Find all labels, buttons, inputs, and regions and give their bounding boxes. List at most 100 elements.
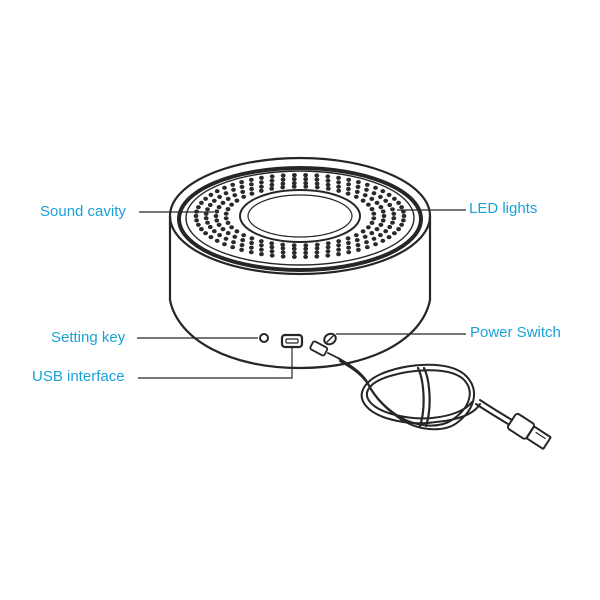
speaker-hole: [374, 227, 380, 232]
device-top-rim: [168, 156, 432, 276]
speaker-hole: [269, 178, 275, 183]
device-top-bevel: [177, 166, 423, 272]
speaker-hole: [391, 216, 397, 221]
usb-cable-tail: [475, 403, 509, 425]
speaker-hole: [269, 249, 275, 254]
speaker-hole: [280, 173, 286, 178]
leader-usb-interface: [138, 348, 293, 379]
speaker-hole: [336, 175, 341, 180]
speaker-hole: [248, 177, 254, 182]
speaker-hole: [292, 254, 297, 259]
speaker-hole: [269, 174, 275, 179]
speaker-hole: [249, 182, 254, 187]
speaker-hole: [213, 213, 219, 219]
speaker-hole: [399, 205, 404, 210]
speaker-hole: [203, 216, 209, 221]
speaker-hole: [360, 198, 366, 203]
speaker-hole: [225, 231, 231, 236]
speaker-hole: [205, 220, 210, 225]
speaker-hole: [196, 205, 201, 210]
speaker-hole: [346, 250, 352, 255]
speaker-hole: [325, 178, 331, 183]
speaker-hole: [336, 247, 341, 252]
speaker-hole: [366, 225, 371, 230]
speaker-hole: [249, 236, 255, 241]
speaker-hole: [291, 181, 297, 186]
speaker-hole: [336, 188, 342, 193]
speaker-hole: [249, 186, 255, 192]
speaker-hole: [199, 200, 204, 205]
speaker-hole: [378, 222, 384, 227]
speaker-hole: [396, 227, 401, 232]
speaker-hole: [325, 186, 331, 191]
speaker-hole: [355, 184, 361, 189]
speaker-hole: [325, 182, 331, 187]
speaker-hole: [241, 194, 247, 199]
speaker-hole: [314, 242, 320, 247]
speaker-hole: [353, 194, 359, 199]
speaker-hole: [232, 234, 238, 239]
speaker-hole: [269, 245, 275, 250]
speaker-hole: [280, 185, 286, 190]
speaker-hole: [383, 198, 389, 203]
speaker-hole: [364, 182, 370, 187]
speaker-hole: [259, 252, 264, 257]
cable-tie-edge: [422, 366, 431, 428]
speaker-hole: [392, 196, 397, 201]
cable-tie: [416, 366, 425, 428]
speaker-hole: [222, 185, 227, 190]
speaker-hole: [259, 184, 264, 189]
speaker-hole: [203, 231, 209, 236]
speaker-hole: [383, 229, 389, 234]
led-light-center: [247, 194, 353, 238]
speaker-hole: [258, 239, 264, 244]
speaker-hole: [211, 229, 217, 234]
speaker-hole: [207, 224, 213, 230]
speaker-hole: [325, 245, 331, 250]
speaker-hole: [373, 185, 378, 190]
usb-port-inner: [285, 338, 299, 344]
speaker-hole: [203, 211, 209, 216]
speaker-hole: [303, 173, 308, 178]
speaker-hole: [239, 247, 245, 252]
speaker-hole: [314, 177, 320, 182]
led-light-ring: [239, 189, 361, 243]
speaker-hole: [356, 247, 361, 252]
usb-a-plug: [507, 412, 552, 450]
speaker-hole: [230, 245, 236, 250]
speaker-hole: [291, 243, 297, 248]
speaker-hole: [391, 211, 397, 216]
speaker-hole: [234, 229, 240, 234]
speaker-hole: [193, 213, 199, 219]
speaker-hole: [216, 205, 222, 210]
speaker-hole: [249, 245, 254, 250]
speaker-hole: [371, 191, 377, 196]
speaker-hole: [220, 227, 226, 232]
label-usb-interface: USB interface: [32, 368, 125, 385]
speaker-hole: [325, 249, 331, 254]
speaker-hole: [336, 180, 341, 185]
speaker-hole: [346, 177, 352, 182]
speaker-hole: [369, 207, 375, 212]
speaker-hole: [291, 246, 297, 251]
speaker-hole: [225, 220, 231, 225]
speaker-hole: [239, 184, 245, 189]
speaker-hole: [380, 218, 386, 223]
label-sound-cavity: Sound cavity: [40, 203, 126, 220]
speaker-hole: [214, 209, 220, 214]
speaker-hole: [199, 227, 204, 232]
speaker-hole: [392, 231, 397, 236]
speaker-hole: [364, 187, 369, 192]
speaker-hole: [371, 236, 377, 241]
speaker-hole: [292, 173, 297, 178]
speaker-hole: [280, 177, 286, 182]
speaker-hole: [369, 231, 375, 236]
speaker-hole: [381, 213, 387, 219]
speaker-hole: [336, 243, 341, 248]
speaker-hole: [314, 246, 320, 251]
speaker-hole: [269, 186, 275, 191]
speaker-hole: [360, 229, 366, 234]
power-switch: [323, 332, 337, 346]
speaker-hole: [346, 182, 351, 187]
